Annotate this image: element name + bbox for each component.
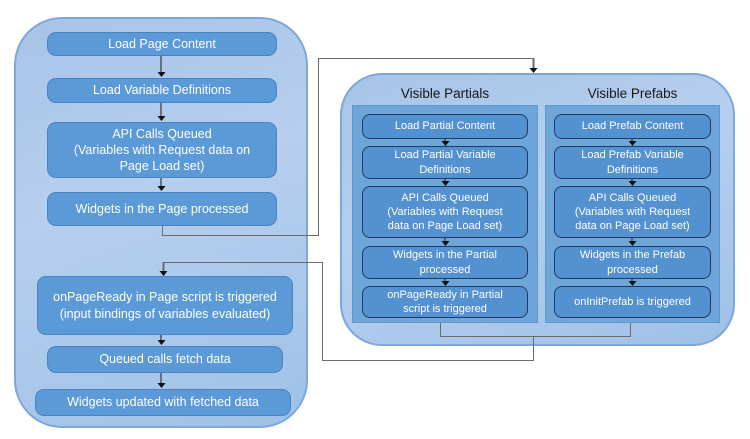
arrow-down-icon (157, 178, 166, 191)
arrow-down-icon (628, 139, 637, 146)
arrow-down-icon (628, 238, 637, 246)
partial-step-load-content: Load Partial Content (362, 114, 528, 139)
prefabs-column-title: Visible Prefabs (587, 86, 678, 101)
connector-line (322, 360, 534, 362)
arrow-down-icon (628, 179, 637, 186)
arrow-down-icon (157, 373, 166, 388)
partial-step-widgets-processed: Widgets in the Partial processed (362, 246, 528, 279)
prefab-step-load-content: Load Prefab Content (554, 114, 711, 139)
connector-line (630, 323, 632, 337)
connector-line (162, 235, 319, 237)
step-onpageready-triggered: onPageReady in Page script is triggered … (37, 276, 293, 335)
arrow-down-icon (157, 56, 166, 77)
step-load-variable-definitions: Load Variable Definitions (47, 78, 277, 103)
connector-line (318, 58, 320, 236)
connector-line (318, 58, 534, 60)
arrow-down-icon (441, 238, 450, 246)
prefab-step-variable-definitions: Load Prefab Variable Definitions (554, 146, 711, 179)
partial-step-api-calls-queued: API Calls Queued (Variables with Request… (362, 186, 528, 238)
connector-line (440, 323, 442, 337)
arrow-down-icon (441, 279, 450, 286)
step-widgets-processed: Widgets in the Page processed (47, 192, 277, 226)
partial-step-onpageready: onPageReady in Partial script is trigger… (362, 286, 528, 318)
connector-line (533, 336, 535, 361)
connector-line (162, 226, 164, 236)
arrow-down-icon (441, 179, 450, 186)
arrow-down-icon (157, 335, 166, 345)
step-api-calls-queued: API Calls Queued (Variables with Request… (47, 122, 277, 178)
connector-line (322, 262, 324, 361)
partial-step-variable-definitions: Load Partial Variable Definitions (362, 146, 528, 179)
arrow-down-icon (157, 103, 166, 121)
step-load-page-content: Load Page Content (47, 32, 277, 56)
partials-column-title: Visible Partials (400, 86, 490, 101)
arrow-down-icon (628, 279, 637, 286)
prefab-step-oninitprefab: onInitPrefab is triggered (554, 286, 711, 318)
step-queued-calls-fetch: Queued calls fetch data (47, 346, 283, 373)
step-widgets-updated: Widgets updated with fetched data (35, 389, 291, 416)
connector-line (163, 262, 323, 264)
arrow-down-icon (441, 139, 450, 146)
prefab-step-widgets-processed: Widgets in the Prefab processed (554, 246, 711, 279)
connector-line (440, 336, 631, 338)
prefab-step-api-calls-queued: API Calls Queued (Variables with Request… (554, 186, 711, 238)
arrow-down-icon (159, 262, 168, 276)
arrow-down-icon (529, 58, 538, 73)
